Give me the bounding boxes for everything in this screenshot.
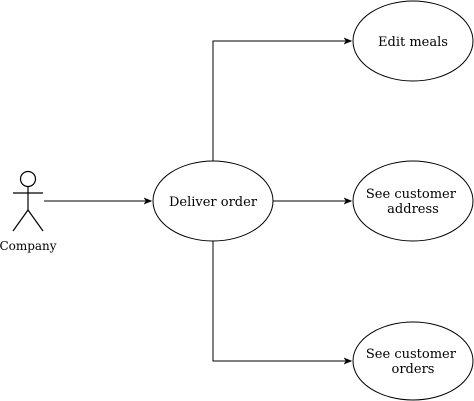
see-orders-label-line1: See customer (366, 347, 457, 362)
use-case-edit-meals: Edit meals (352, 0, 474, 82)
see-address-label: See customer address (366, 187, 460, 217)
see-address-label-line1: See customer (366, 187, 457, 202)
actor-left-leg (12, 209, 29, 232)
actor-right-leg (27, 209, 44, 232)
actor-label: Company (0, 239, 57, 253)
deliver-order-label: Deliver order (169, 195, 258, 210)
see-address-label-line2: address (387, 202, 439, 217)
actor-company (12, 170, 44, 232)
use-case-deliver-order: Deliver order (152, 160, 274, 242)
connectors (44, 41, 351, 361)
see-orders-ellipse (352, 321, 474, 401)
edit-meals-label: Edit meals (378, 35, 448, 50)
actor-head (19, 170, 37, 188)
see-address-ellipse (352, 160, 474, 242)
see-orders-label-line2: orders (392, 362, 435, 377)
see-orders-label: See customer orders (366, 347, 460, 377)
use-case-see-customer-address: See customer address (352, 160, 474, 242)
deliver-order-ellipse (152, 160, 274, 242)
edit-meals-ellipse (352, 0, 474, 82)
arrow-deliver-to-edit-meals (212, 41, 351, 161)
arrow-deliver-to-see-orders (212, 241, 351, 361)
use-case-see-customer-orders: See customer orders (352, 321, 474, 401)
